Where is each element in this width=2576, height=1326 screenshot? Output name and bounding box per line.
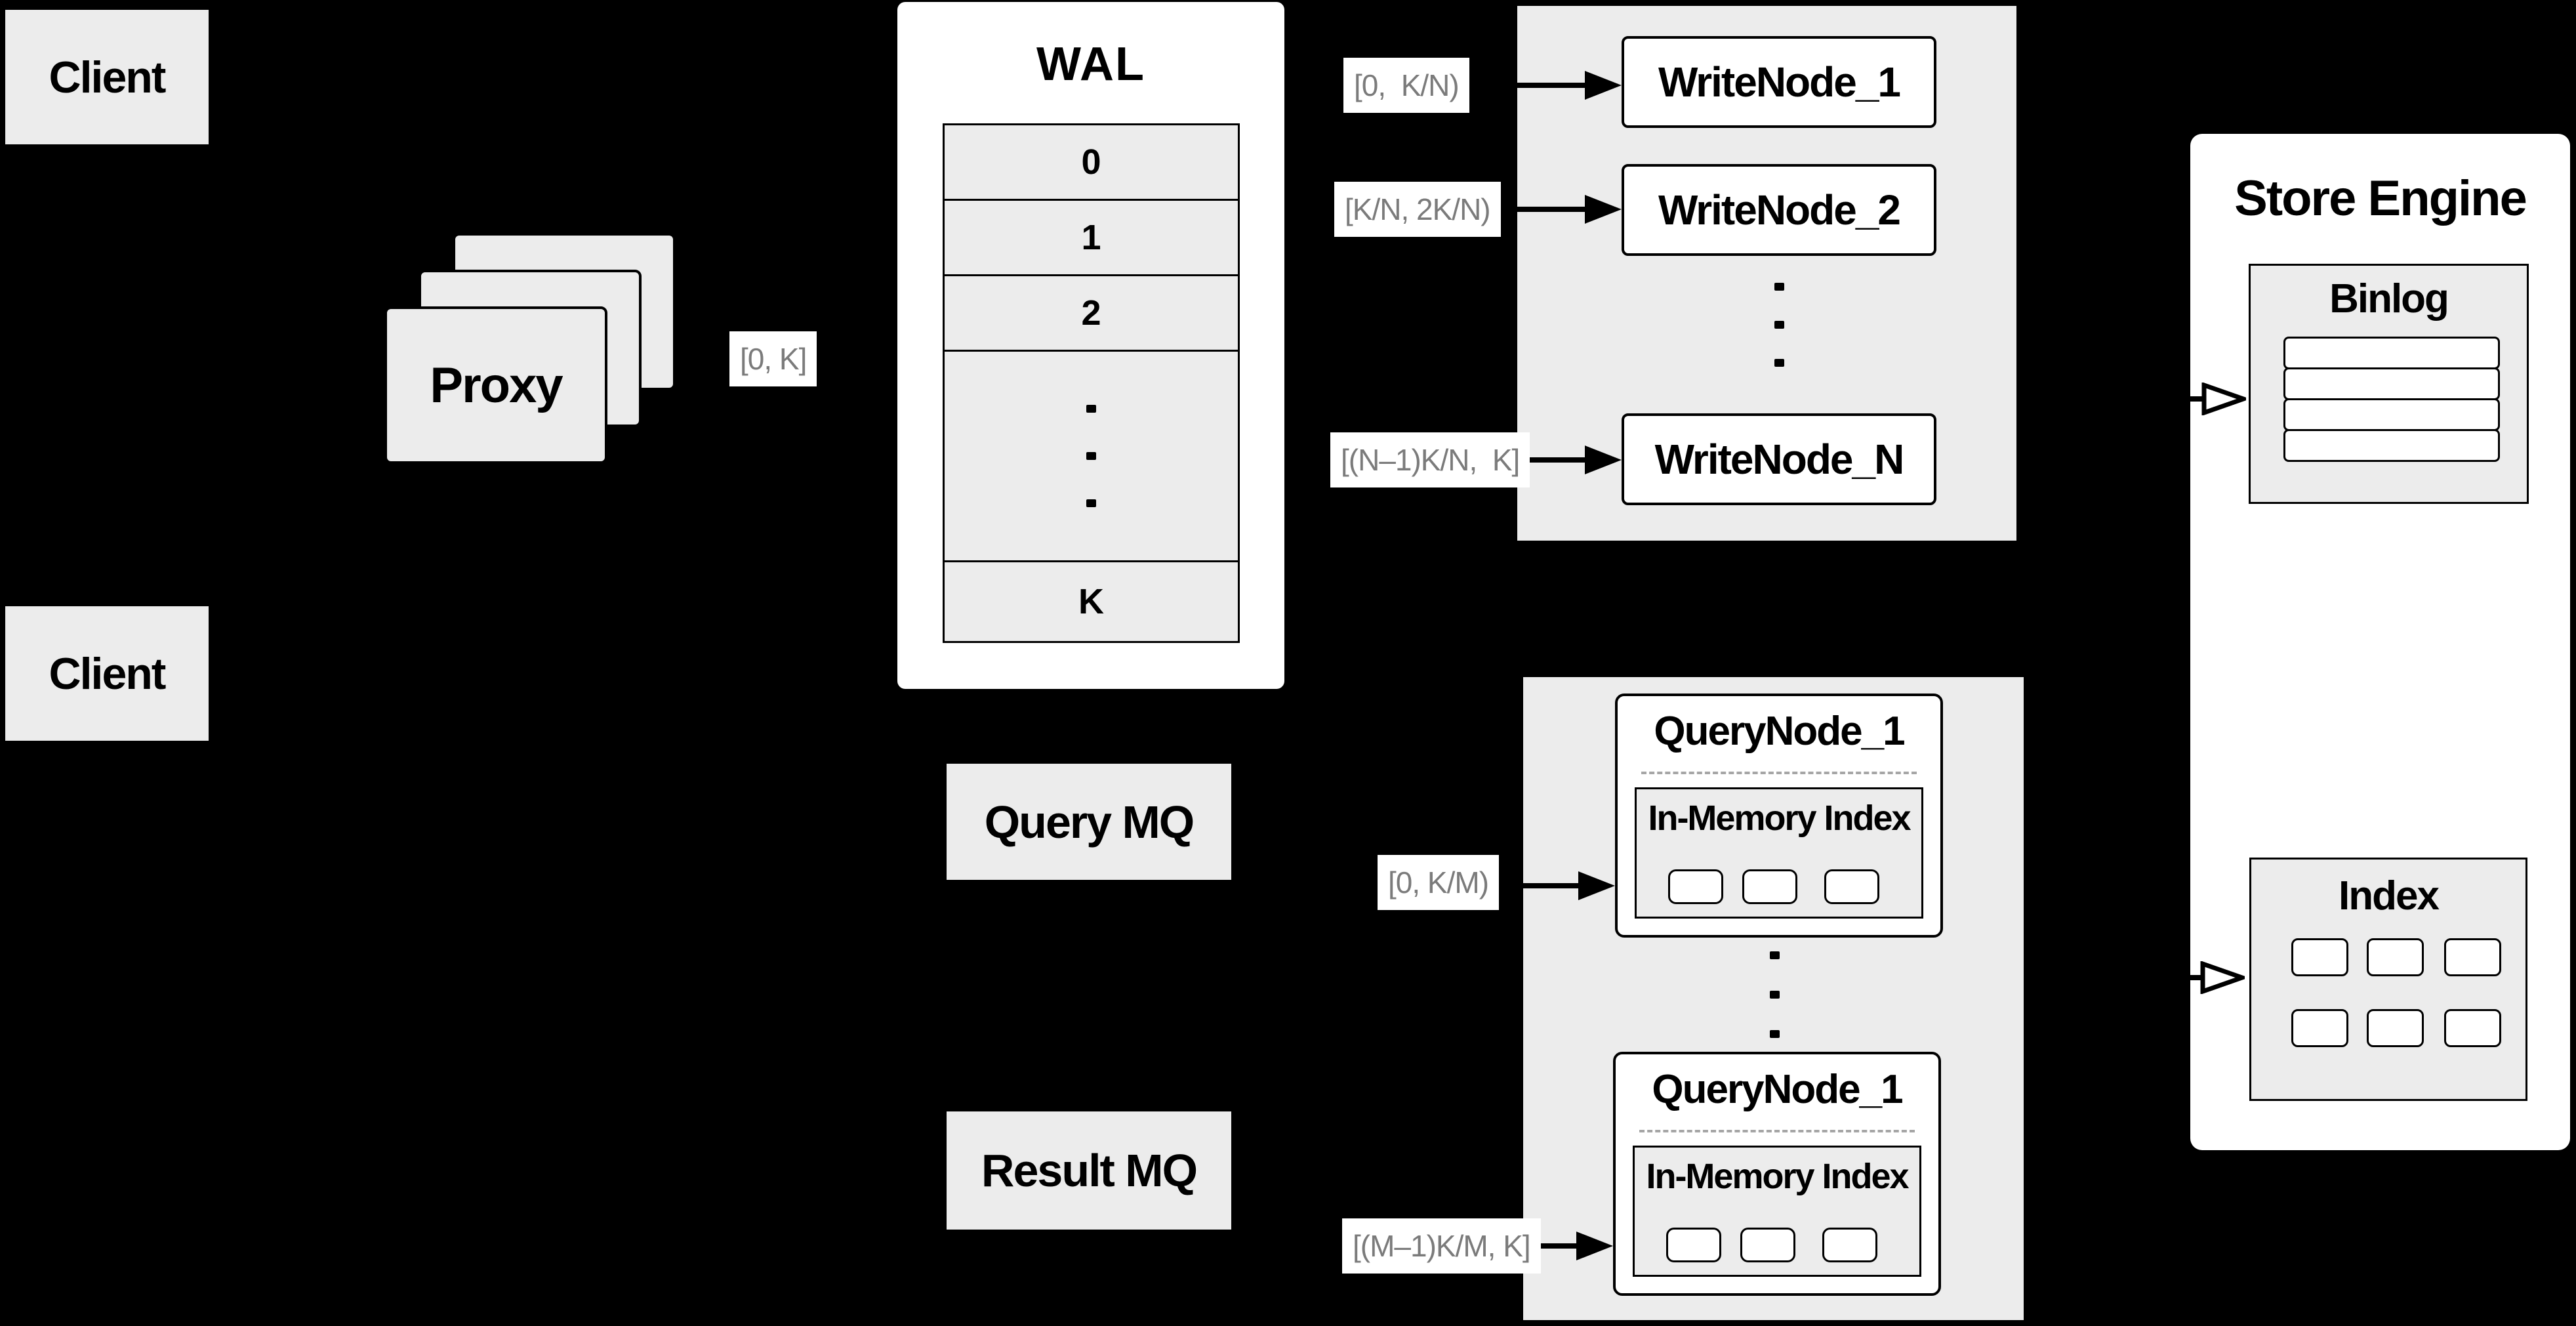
write-node-1: WriteNode_1 (1622, 36, 1936, 128)
index-cell (2291, 938, 2348, 976)
index-cell (2444, 1009, 2501, 1047)
wal-segment-row: 2 (945, 274, 1238, 350)
index-title-text: Index (2339, 873, 2440, 919)
index-cell (2367, 938, 2424, 976)
binlog-title: Binlog (2249, 272, 2529, 325)
binlog-title-text: Binlog (2329, 276, 2449, 321)
binlog-row (2283, 367, 2500, 400)
index-cell (2291, 1009, 2348, 1047)
arrow-head-icon (1578, 871, 1615, 900)
query-mq-box: Query MQ (947, 764, 1231, 880)
memory-segment (1666, 1228, 1721, 1262)
wal-ellipsis-cell (945, 350, 1238, 560)
arrow-head-icon (1585, 195, 1622, 224)
hollow-arrow-head-icon (2201, 383, 2246, 415)
query-node-top-title-text: QueryNode_1 (1654, 708, 1905, 754)
query-node-bottom-title-text: QueryNode_1 (1652, 1066, 1903, 1112)
binlog-row (2283, 337, 2500, 369)
ellipsis-dot (1774, 321, 1784, 329)
query-mq-label: Query MQ (984, 796, 1195, 848)
in-memory-index-title-text: In-Memory Index (1648, 798, 1911, 838)
index-title: Index (2249, 869, 2527, 922)
arrow-head-icon (1576, 1232, 1613, 1260)
write-node-2: WriteNode_2 (1622, 164, 1936, 256)
ellipsis-dot (1770, 951, 1780, 959)
wal-title-text: WAL (1036, 38, 1145, 91)
store-engine-title: Store Engine (2190, 165, 2570, 231)
binlog-rows (2283, 337, 2500, 462)
wal-title: WAL (897, 31, 1284, 97)
range-label-querynode-1: [0, K/M) (1378, 855, 1500, 910)
ellipsis-dot (1086, 452, 1096, 460)
wal-segment-row: 0 (945, 125, 1238, 199)
write-node-n-label: WriteNode_N (1654, 436, 1905, 483)
ellipsis-dot (1774, 283, 1784, 291)
in-memory-index-title-bottom: In-Memory Index (1633, 1153, 1921, 1199)
arrow-head-icon (1585, 71, 1622, 100)
range-label-writenode-2: [K/N, 2K/N) (1334, 182, 1501, 237)
range-label-writenode-n: [(N–1)K/N, K] (1330, 432, 1530, 487)
arrow-line (1484, 883, 1581, 888)
arrow-line (2132, 975, 2207, 980)
query-node-bottom-title: QueryNode_1 (1613, 1062, 1941, 1117)
index-box (2249, 858, 2527, 1101)
client-box-top: Client (5, 10, 209, 144)
binlog-row (2283, 429, 2500, 462)
memory-segment (1824, 869, 1879, 904)
wal-segment-table: 0 1 2 K (943, 123, 1240, 643)
index-cell (2367, 1009, 2424, 1047)
memory-segment (1742, 869, 1797, 904)
memory-segment (1822, 1228, 1877, 1262)
ellipsis-dot (1770, 1030, 1780, 1038)
arrow-line (1510, 457, 1587, 463)
wal-segment-row: 1 (945, 199, 1238, 274)
arrow-head-icon (1585, 445, 1622, 474)
result-mq-box: Result MQ (947, 1111, 1231, 1230)
range-label-proxy-wal: [0, K] (729, 331, 817, 386)
wal-segment-row-k: K (945, 560, 1238, 641)
range-label-querynode-m: [(M–1)K/M, K] (1342, 1218, 1541, 1274)
proxy-card-front: Proxy (384, 306, 607, 464)
in-memory-index-title-top: In-Memory Index (1635, 795, 1923, 841)
client-top-label: Client (49, 52, 167, 102)
in-memory-index-title-text: In-Memory Index (1646, 1157, 1909, 1196)
query-node-top-title: QueryNode_1 (1615, 703, 1943, 758)
store-engine-title-text: Store Engine (2234, 170, 2527, 226)
dashed-divider (1639, 1130, 1915, 1132)
result-mq-label: Result MQ (981, 1145, 1198, 1196)
range-label-writenode-1: [0, K/N) (1343, 58, 1469, 113)
binlog-row (2283, 398, 2500, 431)
ellipsis-dot (1770, 991, 1780, 999)
hollow-arrow-head-icon (2200, 961, 2245, 994)
write-node-n: WriteNode_N (1622, 413, 1936, 505)
write-node-2-label: WriteNode_2 (1658, 186, 1901, 234)
ellipsis-dot (1086, 405, 1096, 413)
arrow-line (1476, 83, 1587, 88)
dashed-divider (1641, 772, 1917, 774)
arrow-line (1509, 1243, 1579, 1249)
proxy-label: Proxy (430, 357, 563, 413)
arrow-line (1503, 207, 1587, 212)
client-box-bottom: Client (5, 606, 209, 741)
memory-segment (1668, 869, 1723, 904)
client-bottom-label: Client (49, 648, 167, 699)
index-cell (2444, 938, 2501, 976)
arrow-line (2132, 396, 2208, 402)
write-node-1-label: WriteNode_1 (1658, 58, 1901, 106)
memory-segment (1740, 1228, 1795, 1262)
ellipsis-dot (1086, 499, 1096, 507)
ellipsis-dot (1774, 359, 1784, 367)
